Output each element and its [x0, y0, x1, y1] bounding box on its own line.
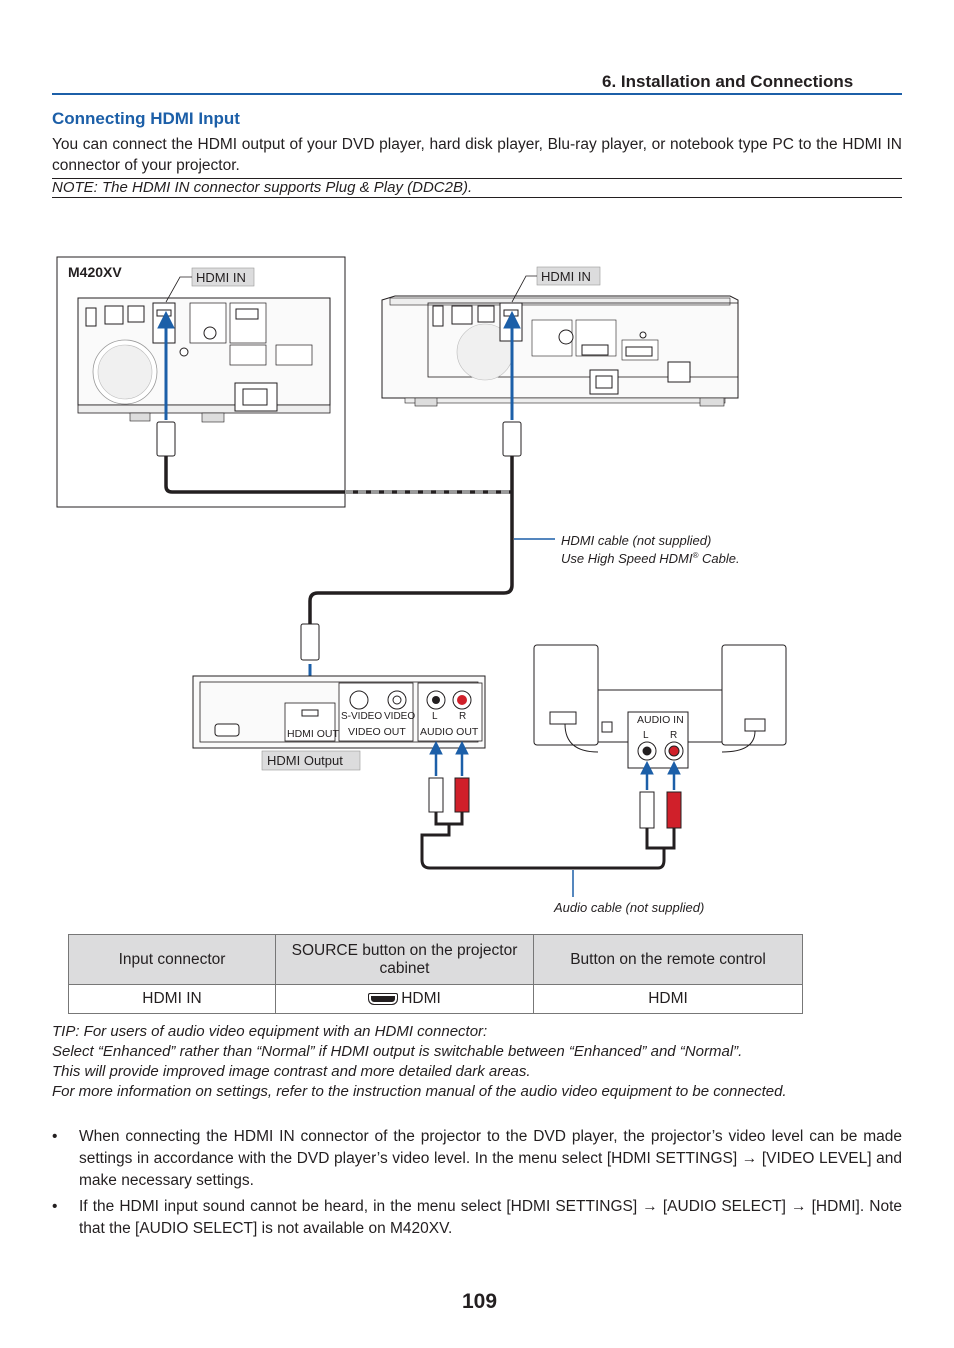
spk-r-label: R [670, 730, 677, 741]
spk-audio-in-label: AUDIO IN [637, 714, 684, 726]
connection-diagram: M420XV HDMI IN [56, 256, 787, 915]
projector-rear-panel [381, 295, 739, 407]
hdmi-logo-icon [368, 992, 399, 1005]
table-row: HDMI IN HDMI HDMI [68, 984, 803, 1014]
spk-l-label: L [643, 730, 649, 741]
bullet-text: When connecting the HDMI IN connector of… [79, 1128, 902, 1189]
table-header-cell: Button on the remote control [533, 934, 803, 985]
dvd-player [192, 675, 486, 749]
table-cell: HDMI IN [68, 984, 276, 1014]
list-item: • If the HDMI input sound cannot be hear… [52, 1196, 902, 1240]
tip-line: For more information on settings, refer … [52, 1083, 787, 1100]
intro-paragraph: You can connect the HDMI output of your … [52, 136, 902, 174]
table-header-row: Input connector SOURCE button on the pro… [68, 934, 803, 985]
table-cell-hdmi-button: HDMI [275, 984, 534, 1014]
table-cell: HDMI [533, 984, 803, 1014]
speakers [533, 644, 787, 769]
bullet-symbol: • [52, 1198, 58, 1215]
connector-table: Input connector SOURCE button on the pro… [68, 934, 803, 1014]
bullet-list: • When connecting the HDMI IN connector … [52, 1126, 902, 1244]
dvd-video-out-label: VIDEO OUT [348, 726, 406, 738]
note-text: NOTE: The HDMI IN connector supports Plu… [52, 178, 902, 198]
list-item: • When connecting the HDMI IN connector … [52, 1126, 902, 1192]
dvd-svideo-label: S-VIDEO [341, 711, 382, 722]
header-rule [52, 93, 902, 95]
hdmi-in-label-m420xv: HDMI IN [196, 270, 246, 285]
m420xv-rear-panel [77, 297, 331, 423]
hdmi-output-label: HDMI Output [267, 753, 343, 768]
dvd-video-label: VIDEO [384, 711, 415, 722]
audio-cable-note: Audio cable (not supplied) [553, 900, 704, 915]
table-header-cell: Input connector [68, 934, 276, 985]
cable-note-line2: Use High Speed HDMI® Cable. [561, 551, 740, 566]
cable-note-line1: HDMI cable (not supplied) [561, 533, 711, 548]
page-number: 109 [462, 1290, 498, 1313]
section-title: 6. Installation and Connections [602, 72, 854, 91]
tip-block: TIP: For users of audio video equipment … [52, 1022, 902, 1102]
m420xv-frame [56, 256, 346, 508]
model-label: M420XV [68, 264, 122, 280]
dvd-audio-out-label: AUDIO OUT [420, 726, 479, 738]
tip-line: This will provide improved image contras… [52, 1063, 531, 1080]
tip-line: TIP: For users of audio video equipment … [52, 1023, 488, 1040]
bullet-text: If the HDMI input sound cannot be heard,… [79, 1198, 902, 1237]
tip-line: Select “Enhanced” rather than “Normal” i… [52, 1043, 743, 1060]
dvd-r-label: R [459, 711, 466, 722]
hdmi-in-label-projector: HDMI IN [541, 269, 591, 284]
bullet-symbol: • [52, 1128, 58, 1145]
page-heading: Connecting HDMI Input [52, 109, 240, 128]
hdmi-button-label: HDMI [401, 990, 441, 1007]
dvd-l-label: L [432, 711, 438, 722]
table-header-cell: SOURCE button on the projector cabinet [275, 934, 534, 985]
dvd-hdmi-out-label: HDMI OUT [287, 728, 339, 740]
